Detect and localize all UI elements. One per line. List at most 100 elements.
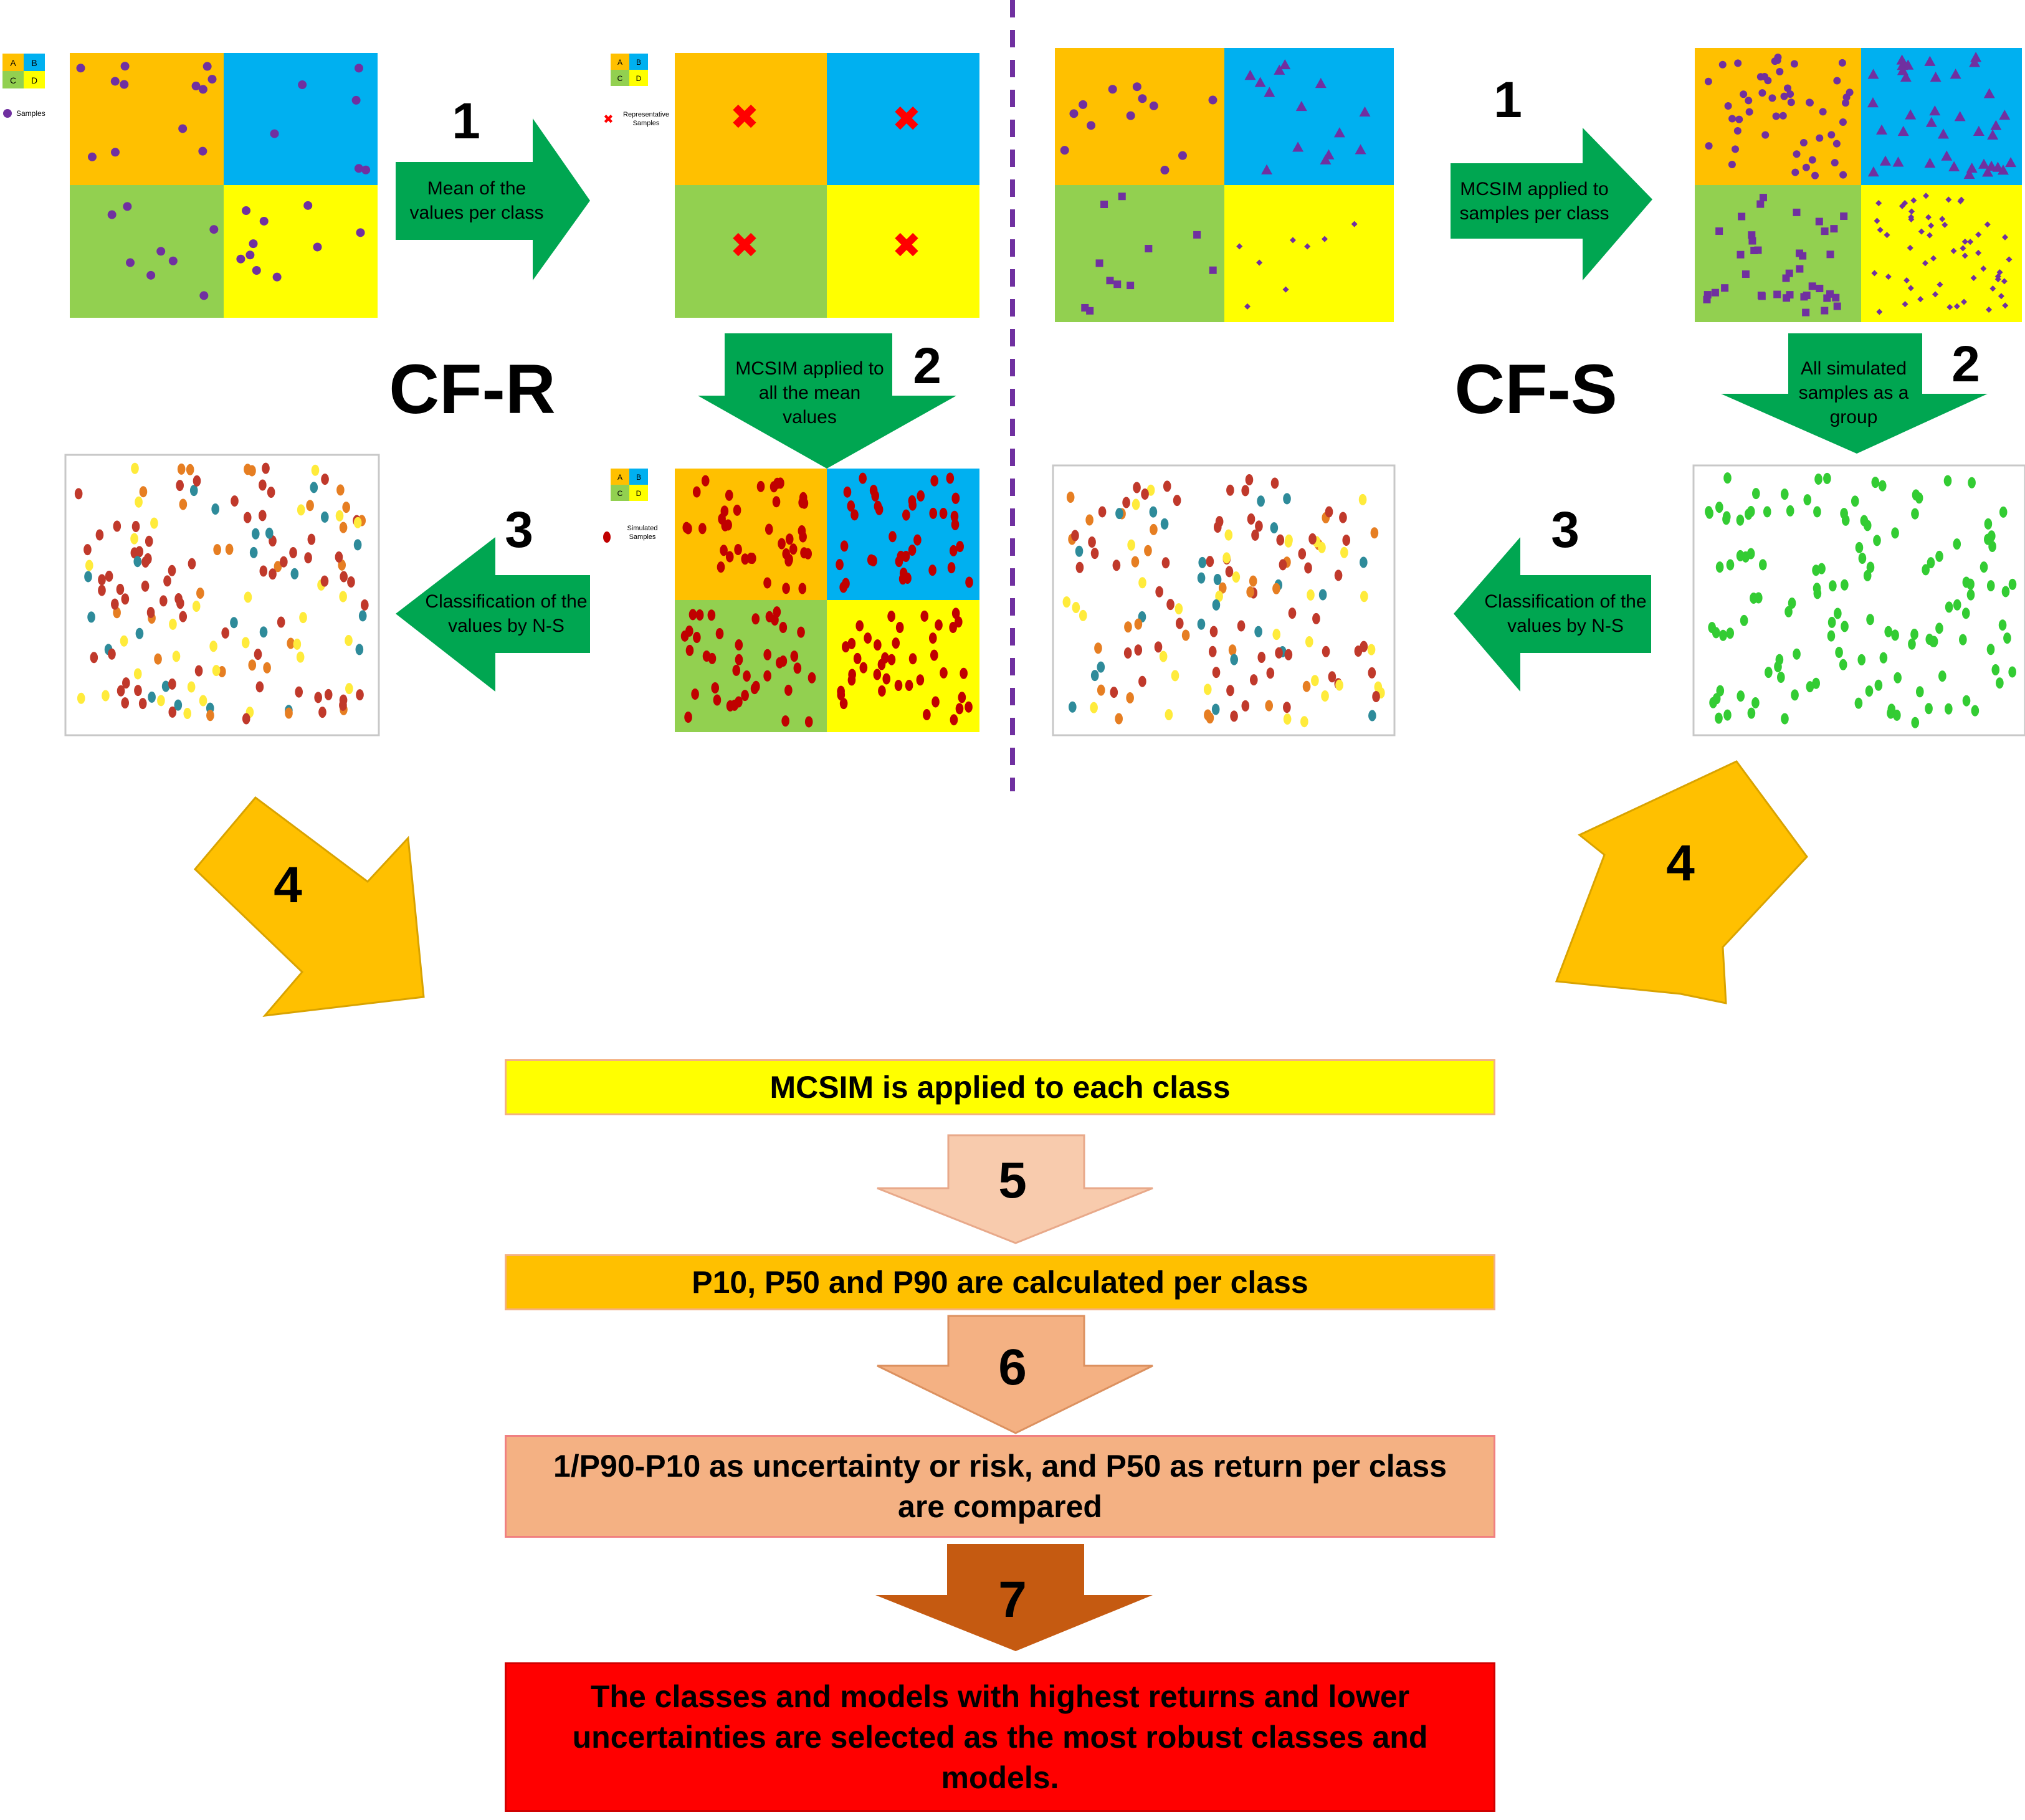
classified-dot	[168, 706, 177, 718]
simulated-triangle	[1999, 109, 2011, 120]
simulated-dot	[869, 484, 878, 496]
simulated-diamond	[1932, 291, 1939, 298]
classified-dot	[77, 692, 85, 704]
classified-dot	[1358, 493, 1367, 505]
group-dot	[1829, 580, 1837, 592]
classified-dot	[267, 487, 275, 498]
simulated-dot	[955, 703, 964, 715]
simulated-dot	[763, 577, 771, 589]
classified-dot	[1257, 651, 1266, 663]
simulated-square	[1833, 302, 1841, 310]
classified-dot	[1110, 687, 1118, 698]
classified-dot	[1155, 586, 1163, 598]
group-dot	[1996, 677, 2004, 689]
legend-representative: A B C D ✖	[603, 54, 648, 126]
cfs-step1-arrow	[1451, 128, 1652, 280]
classified-dot	[84, 571, 92, 583]
classified-dot	[1166, 599, 1174, 611]
classified-dot	[168, 565, 176, 576]
classified-dot	[1285, 534, 1293, 546]
simulated-dot	[949, 545, 958, 556]
classified-dot	[255, 681, 264, 693]
classified-dot	[1322, 646, 1330, 657]
simulated-diamond	[1907, 285, 1914, 292]
sample-dot	[156, 247, 166, 256]
simulated-square	[1782, 274, 1790, 282]
classified-dot	[1150, 523, 1158, 535]
group-dot	[1777, 672, 1785, 684]
classified-dot	[1212, 599, 1221, 611]
classified-dot	[179, 498, 188, 510]
sample-dot	[1149, 101, 1158, 110]
simulated-dot	[750, 683, 759, 695]
cfs-sample-markers	[1060, 59, 1371, 315]
legend3-label-b: B	[636, 473, 641, 482]
simulated-dot	[741, 553, 750, 565]
group-dot	[1986, 580, 1995, 592]
sample-triangle	[1292, 141, 1304, 152]
simulated-diamond	[1923, 193, 1930, 199]
simulated-dot	[691, 688, 699, 700]
classified-dot	[1241, 700, 1250, 712]
group-dot	[1961, 607, 1970, 619]
classified-dot	[1133, 482, 1141, 493]
rep-mark-d: ✖	[892, 226, 922, 266]
classified-dot	[1307, 589, 1315, 601]
group-dot	[1839, 659, 1847, 670]
legend-label-c: C	[10, 75, 16, 85]
simulated-dot	[698, 523, 707, 535]
classified-dot	[1181, 629, 1190, 641]
classified-dot	[1354, 645, 1363, 657]
simulated-diamond	[1998, 293, 2004, 300]
classified-dot	[1173, 495, 1181, 507]
classified-dot	[307, 533, 316, 545]
classified-dot	[146, 607, 155, 619]
classified-dot	[262, 462, 270, 474]
sample-triangle	[1244, 70, 1256, 80]
classified-dot	[339, 522, 348, 533]
group-dot	[1715, 712, 1723, 724]
classified-dot	[1241, 485, 1250, 497]
classified-dot	[242, 713, 250, 725]
group-dot	[1887, 703, 1896, 715]
simulated-dot	[1773, 56, 1781, 64]
simulated-dot	[684, 711, 692, 723]
simulated-dot	[799, 531, 807, 543]
simulated-dot	[1819, 108, 1827, 116]
classified-dot	[1072, 601, 1080, 613]
simulated-dot	[951, 518, 960, 530]
simulated-dot	[773, 477, 781, 489]
classified-dot	[95, 529, 104, 541]
classified-dot	[314, 692, 322, 703]
sample-dot	[259, 216, 269, 226]
simulated-diamond	[1961, 238, 1968, 245]
cfr-rep-class-c	[675, 185, 827, 318]
classified-dot	[102, 690, 110, 702]
cfs-title: CF-S	[1454, 350, 1617, 428]
classified-dot	[320, 511, 329, 523]
legend-simulated-dot	[603, 531, 611, 543]
classified-dot	[1085, 514, 1094, 526]
classified-dot	[1160, 518, 1169, 530]
group-dot	[1971, 705, 1980, 717]
classified-dot	[1124, 621, 1132, 633]
simulated-dot	[1806, 98, 1814, 107]
classified-dot	[1138, 675, 1146, 687]
simulated-dot	[947, 562, 956, 574]
sample-dot	[356, 228, 365, 237]
simulated-dot	[905, 679, 913, 691]
sample-square	[1113, 280, 1122, 288]
classified-dot	[188, 558, 196, 569]
simulated-square	[1737, 250, 1745, 259]
cfr-rep-class-a	[675, 53, 827, 185]
sample-triangle	[1261, 164, 1273, 174]
simulated-diamond	[1967, 239, 1974, 245]
simulated-dot	[855, 620, 864, 632]
classified-dot	[335, 510, 344, 522]
classified-dot	[248, 659, 257, 671]
simulated-triangle	[1986, 160, 1998, 171]
simulated-dot	[1728, 115, 1737, 123]
group-dot	[1719, 629, 1727, 641]
cfs-step3-number: 3	[1551, 502, 1580, 558]
